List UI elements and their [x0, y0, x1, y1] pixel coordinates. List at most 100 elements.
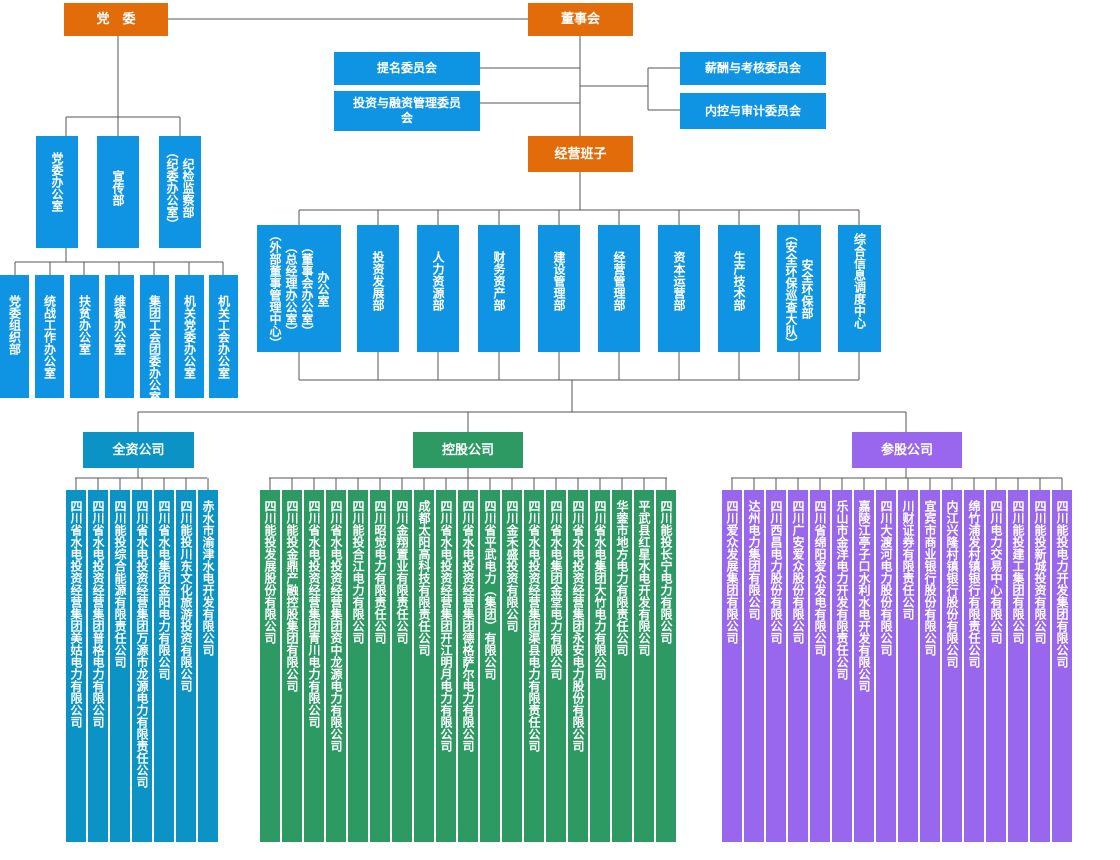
holding-company-7-box: 成都太阳高科技有限责任公司 [414, 490, 434, 842]
participating-company-1-label: 达州电力集团有限公司 [747, 500, 761, 620]
holding-company-18-box: 四川能投长宁电力有限公司 [656, 490, 676, 842]
mgmt-dept-0-label: 办公室 （董事会办公室） （总经理办公室） （外部董事管理中心） [268, 229, 330, 349]
compensation-committee-label: 薪酬与考核委员会 [704, 61, 801, 75]
participating-label: 参股公司 [880, 442, 933, 458]
wholly_owned-company-1-box: 四川省水电投资经营集团普格电力有限公司 [88, 490, 108, 842]
mgmt-dept-5-box: 经营管理部 [598, 225, 640, 352]
participating-company-6-label: 嘉陵江亭子口水利水电开发有限公司 [857, 500, 871, 692]
holding-company-5-label: 四川昭觉电力有限责任公司 [373, 500, 387, 644]
party-office-box: 党委办公室 [36, 136, 78, 248]
holding-header: 控股公司 [413, 432, 523, 468]
discipline-dept-label: 纪检监察部 （纪委办公室） [165, 146, 195, 230]
participating-company-11-box: 绵竹浦发村镇银行有限责任公司 [964, 490, 984, 842]
board-box: 董事会 [528, 3, 633, 36]
party-committee-label: 党 委 [96, 12, 136, 27]
participating-company-8-label: 川财证券有限责任公司 [901, 500, 915, 620]
participating-company-7-box: 四川大渡河电力股份有限公司 [876, 490, 896, 842]
nomination-committee-box: 提名委员会 [334, 52, 480, 85]
wholly_owned-company-3-box: 四川省水电投资经营集团万源市龙源电力有限责任公司 [132, 490, 152, 842]
wholly-owned-header: 全资公司 [83, 432, 194, 468]
holding-company-16-box: 华蓥市地方电力有限责任公司 [612, 490, 632, 842]
participating-company-9-box: 宜宾市商业银行股份有限公司 [920, 490, 940, 842]
holding-company-16-label: 华蓥市地方电力有限责任公司 [615, 500, 629, 656]
mgmt-dept-9-box: 综合信息调度中心 [838, 225, 881, 352]
holding-company-14-box: 四川省水电投资经营集团永安电力股份有限公司 [568, 490, 588, 842]
holding-company-6-label: 四川金翔置业有限责任公司 [395, 500, 409, 644]
participating-company-10-label: 内江兴隆村镇银行股份有限公司 [945, 500, 959, 668]
holding-company-1-label: 四川能投金鼎产融控股集团有限公司 [285, 500, 299, 692]
board-label: 董事会 [560, 12, 600, 27]
participating-company-5-label: 乐山市金洋电力开发有限责任公司 [835, 500, 849, 680]
holding-company-3-box: 四川省水电投资经营集团资中龙源电力有限公司 [326, 490, 346, 842]
mgmt-dept-5-label: 经营管理部 [612, 251, 626, 311]
party-sub-dept-1-box: 统战工作办公室 [35, 275, 64, 398]
party-sub-dept-2-box: 扶贫办公室 [70, 275, 99, 398]
party-sub-dept-6-box: 机关工会办公室 [209, 275, 238, 398]
holding-company-10-box: 四川省平武电力（集团）有限公司 [480, 490, 500, 842]
participating-company-14-box: 四川能投新城投资有限公司 [1030, 490, 1050, 842]
mgmt-dept-9-label: 综合信息调度中心 [852, 233, 867, 329]
holding-company-11-box: 四川金禾盛投资有限公司 [502, 490, 522, 842]
participating-company-8-box: 川财证券有限责任公司 [898, 490, 918, 842]
investment-committee-label: 投资与融资管理委员会 [352, 96, 461, 125]
holding-company-4-box: 四川能投合江电力有限公司 [348, 490, 368, 842]
holding-company-15-box: 四川省水电集团大竹电力有限公司 [590, 490, 610, 842]
mgmt-dept-3-label: 财务资产部 [492, 251, 506, 311]
wholly_owned-company-2-box: 四川能投综合能源有限责任公司 [110, 490, 130, 842]
participating-company-3-label: 四川广安爱众股份有限公司 [791, 500, 805, 644]
holding-company-8-label: 四川省水电投资经营集团开江明月电力有限公司 [439, 500, 453, 752]
mgmt-dept-1-label: 投资发展部 [371, 251, 385, 311]
participating-company-7-label: 四川大渡河电力股份有限公司 [879, 500, 893, 656]
wholly_owned-company-0-label: 四川省水电投资经营集团美姑电力有限公司 [69, 500, 83, 728]
publicity-dept-box: 宣传部 [97, 136, 139, 248]
party-sub-dept-3-label: 维稳办公室 [112, 295, 127, 355]
participating-company-14-label: 四川能投新城投资有限公司 [1033, 500, 1047, 644]
participating-company-2-box: 四川西昌电力股份有限公司 [766, 490, 786, 842]
participating-header: 参股公司 [852, 432, 962, 468]
wholly_owned-company-2-label: 四川能投综合能源有限责任公司 [113, 500, 127, 668]
participating-company-2-label: 四川西昌电力股份有限公司 [769, 500, 783, 644]
party-sub-dept-3-box: 维稳办公室 [105, 275, 134, 398]
management-team-label: 经营班子 [554, 146, 607, 162]
party-sub-dept-1-label: 统战工作办公室 [42, 295, 57, 379]
mgmt-dept-1-box: 投资发展部 [357, 225, 399, 352]
participating-company-4-label: 四川省绵阳爱众发电有限公司 [813, 500, 827, 656]
holding-company-17-label: 平武县红星水电开发有限公司 [637, 500, 651, 656]
discipline-dept-box: 纪检监察部 （纪委办公室） [159, 136, 201, 248]
mgmt-dept-2-box: 人力资源部 [417, 225, 459, 352]
wholly_owned-company-3-label: 四川省水电投资经营集团万源市龙源电力有限责任公司 [135, 500, 149, 788]
participating-company-15-box: 四川能投电力开发集团有限公司 [1052, 490, 1072, 842]
wholly_owned-company-4-box: 四川省水电集团金阳电力有限公司 [154, 490, 174, 842]
audit-committee-box: 内控与审计委员会 [680, 93, 826, 129]
holding-company-9-box: 四川省水电投资经营集团德格萨尔电力有限公司 [458, 490, 478, 842]
holding-company-6-box: 四川金翔置业有限责任公司 [392, 490, 412, 842]
participating-company-10-box: 内江兴隆村镇银行股份有限公司 [942, 490, 962, 842]
compensation-committee-box: 薪酬与考核委员会 [680, 52, 826, 85]
holding-company-8-box: 四川省水电投资经营集团开江明月电力有限公司 [436, 490, 456, 842]
party-sub-dept-5-label: 机关党委办公室 [182, 295, 197, 379]
party-sub-dept-0-box: 党委组织部 [0, 275, 29, 398]
participating-company-9-label: 宜宾市商业银行股份有限公司 [923, 500, 937, 656]
party-office-label: 党委办公室 [50, 152, 64, 212]
mgmt-dept-7-box: 生产技术部 [718, 225, 760, 352]
holding-company-11-label: 四川金禾盛投资有限公司 [505, 500, 519, 632]
management-team-box: 经营班子 [528, 136, 633, 172]
holding-label: 控股公司 [441, 442, 494, 458]
holding-company-1-box: 四川能投金鼎产融控股集团有限公司 [282, 490, 302, 842]
publicity-dept-label: 宣传部 [111, 170, 125, 206]
mgmt-dept-4-box: 建设管理部 [538, 225, 580, 352]
holding-company-17-box: 平武县红星水电开发有限公司 [634, 490, 654, 842]
participating-company-11-label: 绵竹浦发村镇银行有限责任公司 [967, 500, 981, 668]
participating-company-13-box: 四川能投建工集团有限公司 [1008, 490, 1028, 842]
holding-company-13-box: 四川省水电集团金堂电力有限公司 [546, 490, 566, 842]
holding-company-4-label: 四川能投合江电力有限公司 [351, 500, 365, 644]
holding-company-7-label: 成都太阳高科技有限责任公司 [417, 500, 431, 656]
participating-company-13-label: 四川能投建工集团有限公司 [1011, 500, 1025, 644]
mgmt-dept-6-box: 资本运营部 [658, 225, 700, 352]
holding-company-0-label: 四川能投发展股份有限公司 [263, 500, 277, 644]
mgmt-dept-3-box: 财务资产部 [478, 225, 520, 352]
wholly_owned-company-6-label: 赤水市渝津水电开发有限公司 [201, 500, 215, 656]
participating-company-5-box: 乐山市金洋电力开发有限责任公司 [832, 490, 852, 842]
mgmt-dept-7-label: 生产技术部 [732, 251, 746, 311]
